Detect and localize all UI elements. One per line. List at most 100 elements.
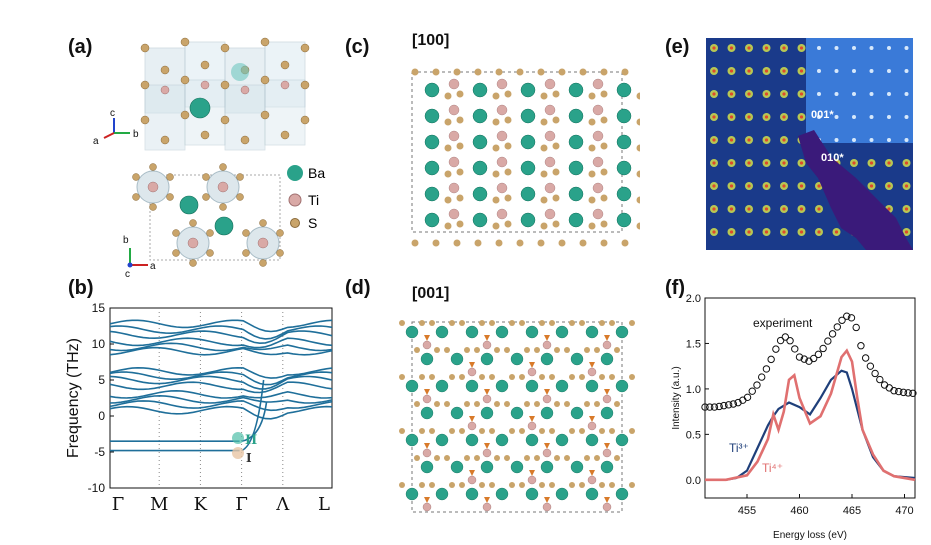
s-atom	[464, 347, 470, 353]
s-atom	[516, 68, 524, 76]
experiment-point	[814, 350, 823, 359]
diffraction-spot-core	[729, 69, 734, 73]
experiment-point	[857, 342, 865, 350]
s-atom	[636, 92, 640, 100]
s-atom	[492, 92, 500, 100]
s-atom	[459, 320, 465, 326]
experiment-point	[819, 344, 827, 353]
phonon-x-tick-label: Γ	[112, 494, 125, 515]
experiment-point	[885, 384, 893, 392]
s-atom	[609, 428, 615, 434]
ba-atom	[525, 487, 539, 501]
ba-atom	[585, 379, 599, 393]
s-atom	[456, 194, 464, 202]
diffraction-spot	[887, 138, 891, 142]
s-atom	[537, 68, 545, 76]
s-atom	[579, 482, 585, 488]
s-atom	[534, 401, 540, 407]
diffraction-spot	[817, 46, 821, 50]
s-atom	[614, 455, 620, 461]
s-atom	[419, 374, 425, 380]
s-atom	[600, 194, 608, 202]
s-atom	[569, 428, 575, 434]
s-atom	[629, 428, 635, 434]
ba-atom	[616, 212, 632, 228]
diffraction-spot-core	[729, 92, 734, 96]
ba-atom	[450, 406, 464, 420]
s-atom	[600, 68, 608, 76]
s-atom	[539, 320, 545, 326]
phonon-branch	[109, 371, 333, 386]
s-atom	[524, 347, 530, 353]
ba-atom	[570, 352, 584, 366]
ba-atom	[472, 160, 488, 176]
s-atom	[449, 320, 455, 326]
ba-atom	[568, 134, 584, 150]
ti-atom	[602, 448, 612, 458]
diffraction-spot-core	[887, 207, 891, 211]
s-atom	[504, 90, 512, 98]
diffraction-spot	[887, 115, 891, 119]
s-atom	[434, 455, 440, 461]
s-atom	[411, 239, 419, 247]
ti-atom	[496, 208, 508, 220]
s-atom	[504, 168, 512, 176]
ba-atom	[424, 212, 440, 228]
ba-atom	[424, 82, 440, 98]
ti-atom	[544, 208, 556, 220]
s-atom	[449, 374, 455, 380]
s-atom	[594, 455, 600, 461]
s-atom	[453, 239, 461, 247]
s-atom	[411, 68, 419, 76]
phonon-acoustic-branch	[241, 401, 268, 442]
displacement-arrow	[469, 416, 475, 422]
ba-atom	[585, 433, 599, 447]
s-atom	[599, 374, 605, 380]
axis-b-bottom: b	[123, 235, 129, 246]
diffraction-spot-core	[712, 115, 716, 119]
spot-label-010: 010*	[821, 152, 844, 164]
ba-atom	[472, 134, 488, 150]
ba-atom	[435, 325, 449, 339]
s-atom	[449, 428, 455, 434]
phonon-branch	[109, 400, 333, 412]
diffraction-spot	[869, 115, 874, 119]
displacement-arrow	[484, 389, 490, 395]
diffraction-spot	[869, 92, 874, 96]
s-atom	[539, 374, 545, 380]
s-atom	[552, 142, 560, 150]
ba-atom	[420, 406, 434, 420]
ba-atom	[615, 487, 629, 501]
s-atom	[494, 455, 500, 461]
s-atom	[540, 92, 548, 100]
displacement-arrow	[424, 443, 430, 449]
s-atom	[429, 428, 435, 434]
phonon-y-tick-label: 15	[92, 301, 106, 315]
ba-atom	[450, 352, 464, 366]
ti-atom	[422, 502, 432, 512]
s-atom	[464, 401, 470, 407]
legend-ti3: Ti³⁺	[729, 441, 749, 455]
s-atom	[549, 320, 555, 326]
displacement-arrow	[544, 443, 550, 449]
diffraction-spot-core	[852, 161, 856, 165]
diffraction-spot-core	[817, 207, 821, 211]
phonon-branch	[109, 375, 333, 390]
ti-atom	[602, 502, 612, 512]
s-atom	[519, 428, 525, 434]
ba-atom	[405, 325, 419, 339]
s-atom	[600, 90, 608, 98]
mode-label-i: I	[246, 451, 252, 465]
s-atom	[459, 482, 465, 488]
diffraction-spot-core	[712, 92, 716, 96]
s-atom	[554, 455, 560, 461]
s-atom	[504, 401, 510, 407]
s-atom	[492, 196, 500, 204]
experiment-point	[786, 337, 794, 345]
ba-atom	[465, 487, 479, 501]
diffraction-spot	[834, 46, 839, 50]
ba-atom	[570, 460, 584, 474]
diffraction-spot	[869, 69, 874, 73]
diffraction-spot-core	[782, 92, 786, 96]
